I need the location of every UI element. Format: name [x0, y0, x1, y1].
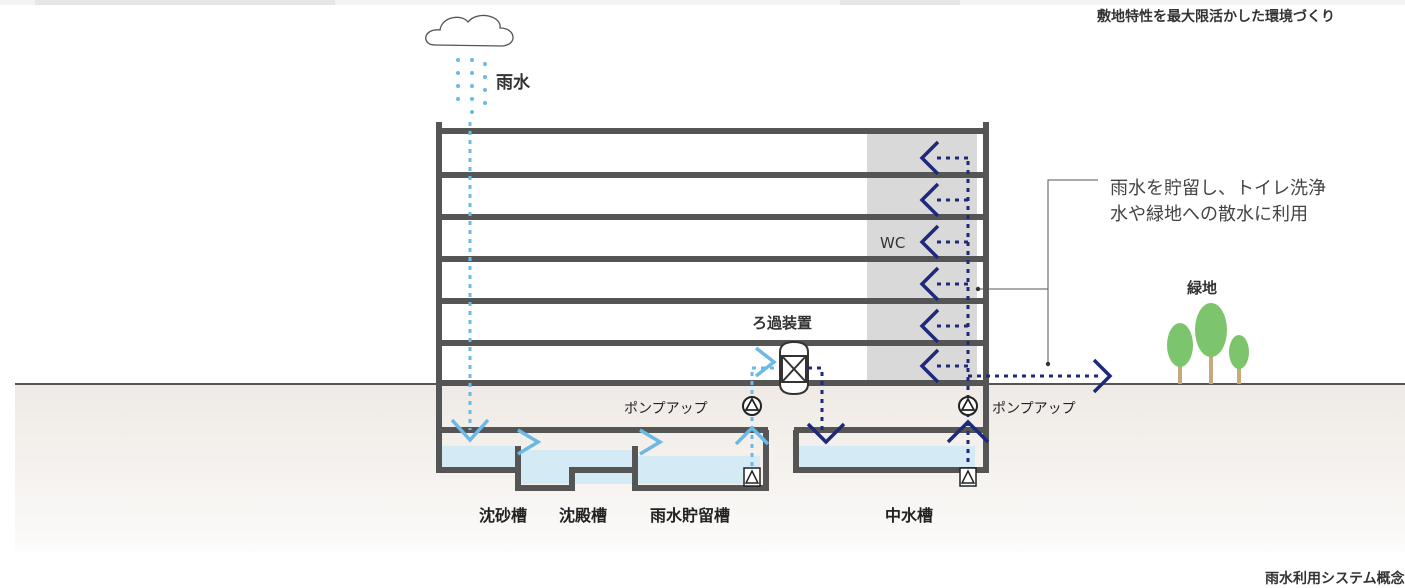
wc-core — [867, 128, 977, 382]
tank-label-sand: 沈砂槽 — [479, 506, 528, 525]
green-area-label: 緑地 — [1187, 279, 1218, 297]
tree-icon — [1195, 303, 1227, 384]
chevron-down-icon — [450, 418, 490, 443]
chevron-right-icon — [639, 428, 664, 456]
chevron-right-icon — [517, 428, 542, 456]
rain-drops-icon — [456, 58, 487, 114]
tree-icon — [1167, 323, 1193, 384]
filtered-water-line — [808, 366, 824, 432]
wc-chevrons — [919, 140, 940, 384]
intake-icon — [743, 467, 761, 487]
chevron-left-icon — [919, 348, 940, 384]
chevron-up-icon — [946, 419, 990, 444]
chevron-left-icon — [919, 182, 940, 218]
cloud-icon — [425, 14, 514, 47]
pump-icon — [742, 396, 762, 416]
chevron-down-icon — [806, 422, 846, 445]
basement-wall-left — [436, 384, 442, 434]
tree-icon — [1229, 335, 1249, 384]
building-wall-right — [983, 122, 989, 384]
chevron-left-icon — [919, 266, 940, 302]
top-strip — [0, 0, 1405, 5]
pump-label-left: ポンプアップ — [624, 401, 708, 417]
callout-leader — [978, 179, 1098, 290]
top-strip-segment — [840, 0, 960, 5]
rain-label: 雨水 — [496, 73, 530, 93]
filter-label: ろ過装置 — [752, 314, 813, 332]
chevron-up-icon — [734, 425, 770, 446]
header-caption: 敷地特性を最大限活かした環境づくり — [1097, 9, 1335, 25]
chevron-left-icon — [919, 308, 940, 344]
tank-label-greywater: 中水槽 — [885, 506, 934, 525]
callout-line: 雨水を貯留し、トイレ洗浄 — [1110, 178, 1326, 199]
tank-outlines — [436, 427, 989, 491]
top-strip-segment — [35, 0, 335, 5]
footer-caption: 雨水利用システム概念図 — [1265, 571, 1405, 587]
building-wall-left — [436, 122, 442, 384]
callout-dot — [975, 286, 981, 292]
filter-device-icon — [779, 340, 809, 396]
wc-label: WC — [880, 234, 906, 252]
chevron-right-icon — [754, 346, 777, 378]
callout-line: 水や緑地への散水に利用 — [1110, 204, 1308, 225]
chevron-left-icon — [919, 140, 940, 176]
pump-label-right: ポンプアップ — [992, 401, 1076, 417]
pump-icon — [958, 396, 978, 416]
tank-label-settling: 沈殿槽 — [559, 506, 608, 525]
basement-wall-right — [983, 384, 989, 434]
tank-label-storage: 雨水貯留槽 — [650, 506, 731, 525]
callout-dot — [1045, 361, 1051, 367]
chevron-left-icon — [919, 224, 940, 260]
intake-icon — [959, 467, 977, 487]
chevron-right-icon — [1092, 358, 1113, 394]
floor-slabs — [436, 128, 989, 386]
callout-text: 雨水を貯留し、トイレ洗浄 水や緑地への散水に利用 — [1110, 176, 1326, 228]
